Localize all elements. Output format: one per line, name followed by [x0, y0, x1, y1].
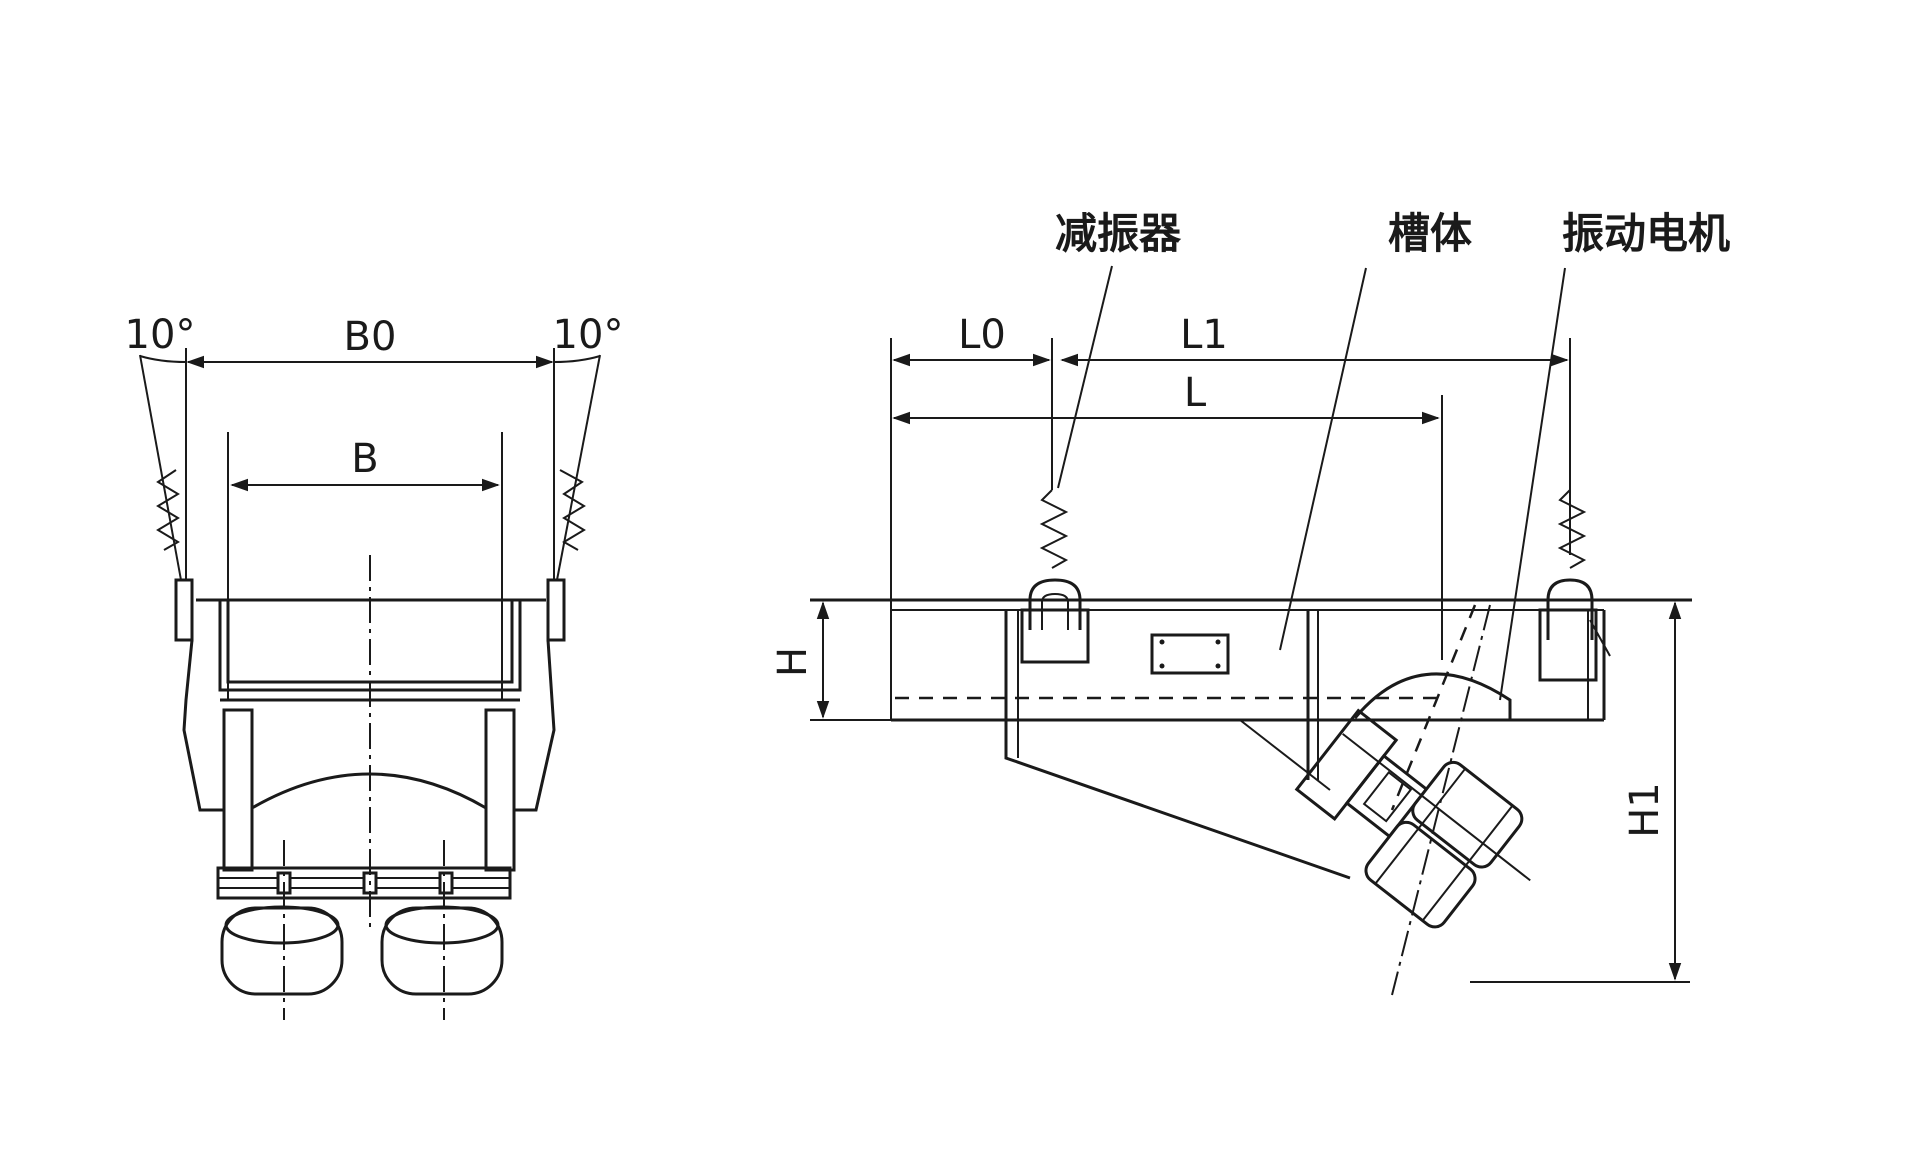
- brace: [1239, 719, 1331, 791]
- l1-label: L1: [1180, 312, 1228, 358]
- motor-left: [220, 905, 344, 996]
- motor-centerline: [1391, 604, 1491, 996]
- spring-left: [156, 469, 180, 551]
- motor-upper: [1411, 760, 1524, 869]
- l0-label: L0: [958, 312, 1006, 358]
- end-view: 10° 10° B0 B: [125, 312, 624, 1020]
- right-angle-line: [556, 354, 601, 581]
- nameplate-screw: [1159, 663, 1165, 669]
- body-right: [514, 639, 556, 812]
- motor-line-2: [1421, 805, 1514, 922]
- spring-rear: [1557, 489, 1587, 569]
- b-label: B: [351, 436, 378, 482]
- damper-bracket-front-box: [1020, 608, 1090, 664]
- motor-hood: [1353, 672, 1512, 720]
- right-angle-arc: [553, 355, 601, 363]
- spring-front: [1039, 489, 1069, 569]
- motor-hidden-line: [1390, 604, 1477, 811]
- motor-left-body: [220, 906, 344, 996]
- label-trough: 槽体: [1388, 209, 1472, 258]
- label-motor: 振动电机: [1562, 209, 1730, 258]
- leader-motor: [1499, 267, 1566, 701]
- angle-right-label: 10°: [553, 312, 624, 358]
- bracket-left: [174, 578, 194, 642]
- nameplate: [1150, 633, 1230, 675]
- motor-right-top: [384, 905, 500, 945]
- damper-rear-slant: [1589, 619, 1611, 657]
- damper-loop-rear: [1546, 578, 1594, 640]
- motor-right-body: [380, 906, 504, 996]
- nameplate-screw: [1215, 663, 1221, 669]
- motor-coupling: [1344, 753, 1429, 839]
- h-label: H: [770, 647, 816, 677]
- damper-loop-front-inner: [1041, 592, 1069, 630]
- leg-right: [484, 708, 516, 872]
- motor-line: [1374, 768, 1467, 885]
- leg-left: [222, 708, 254, 872]
- damper-bracket-front: [1020, 578, 1090, 664]
- h1-label: H1: [1622, 782, 1668, 838]
- motor-left-top: [224, 905, 340, 945]
- leader-damper: [1057, 265, 1113, 489]
- motor-coupling-inner: [1362, 770, 1413, 823]
- b0-label: B0: [344, 314, 397, 360]
- motor-lower: [1364, 820, 1477, 929]
- left-angle-arc: [139, 355, 187, 363]
- damper-bracket-rear-box: [1538, 608, 1598, 682]
- bracket-right: [546, 578, 566, 642]
- spring-right: [559, 469, 586, 551]
- left-angle-line: [139, 354, 182, 581]
- label-damper: 减振器: [1055, 209, 1182, 258]
- side-view: 减振器 槽体 振动电机 L0 L1 L H H1: [770, 209, 1730, 996]
- hopper-lower: [1004, 610, 1351, 880]
- motor-axis: [1342, 733, 1531, 882]
- leader-trough: [1279, 267, 1367, 651]
- vibration-motor-assembly: [1294, 708, 1531, 929]
- nameplate-screw: [1159, 639, 1165, 645]
- l-label: L: [1184, 370, 1207, 416]
- nameplate-screw: [1215, 639, 1221, 645]
- angle-left-label: 10°: [125, 312, 196, 358]
- body-left: [182, 639, 224, 812]
- damper-loop-front: [1028, 578, 1082, 630]
- motor-right: [380, 905, 504, 996]
- bolt-3: [438, 871, 454, 895]
- damper-bracket-rear: [1538, 578, 1611, 682]
- mounting-plate: [216, 866, 512, 900]
